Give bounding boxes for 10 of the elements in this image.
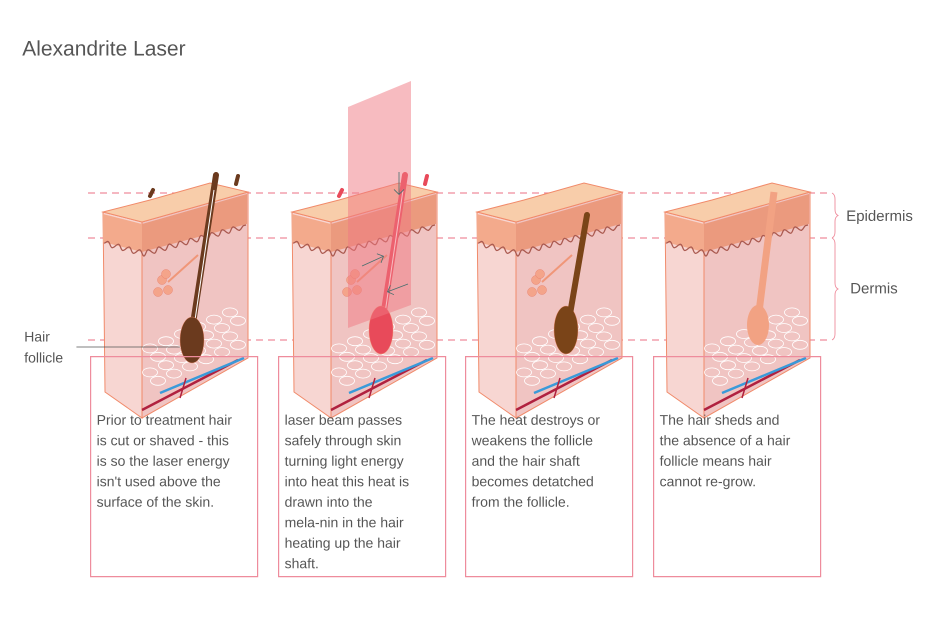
- caption-box: laser beam passes safely through skin turning light energy into heat this heat is drawn into the mela-nin in the hair heating up the hair shaft.: [278, 356, 446, 578]
- caption-box: Prior to treatment hair is cut or shaved - this is so the laser energy isn't used above the surface of the skin.: [90, 356, 258, 578]
- layer-label: Dermis: [851, 282, 898, 294]
- part-label: Hair follicle: [24, 331, 62, 363]
- caption-box: The heat destroys or weakens the follicle and the hair shaft becomes detatched from the follicle.: [465, 356, 634, 578]
- title: Alexandrite Laser: [22, 40, 186, 56]
- leader-line: [76, 346, 180, 348]
- hair-follicle-bulb: [180, 316, 204, 364]
- layer-label: Epidermis: [847, 210, 912, 224]
- caption-box: The hair sheds and the absence of a hair follicle means hair cannot re-grow.: [653, 356, 822, 578]
